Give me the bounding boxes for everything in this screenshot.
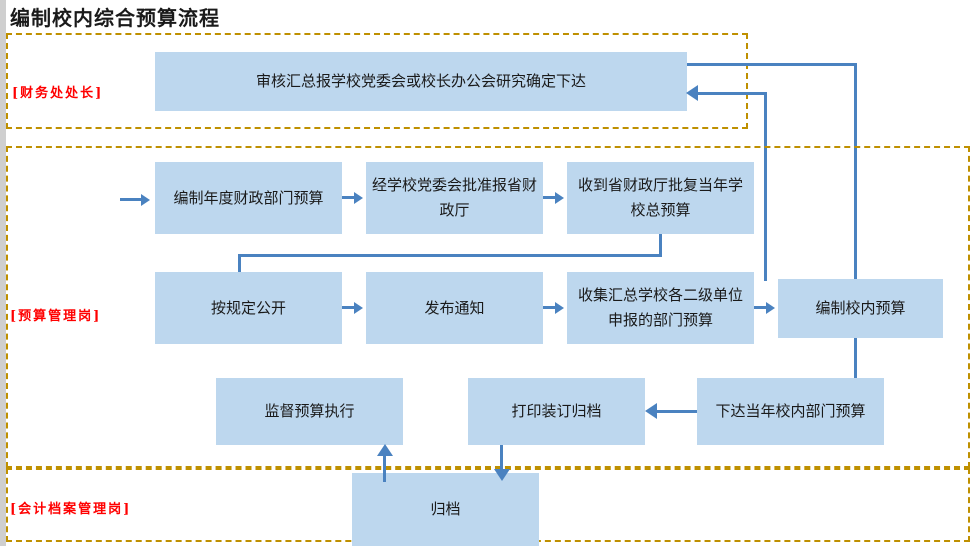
node-annual-dept-budget[interactable]: 编制年度财政部门预算 [155,162,342,234]
connector-return-up [764,92,767,281]
node-receive-provincial-reply-label: 收到省财政厅批复当年学校总预算 [577,176,743,219]
node-publish-as-required[interactable]: 按规定公开 [155,272,342,344]
left-edge-rail [0,0,6,546]
connector-issue-to-print [657,410,697,413]
node-print-bind-archive[interactable]: 打印装订归档 [468,378,645,445]
page-title: 编制校内综合预算流程 [10,6,220,30]
lane-budget-management [6,146,970,468]
node-compile-internal-budget-label: 编制校内预算 [815,299,906,317]
lane-label-accounting-archive: [会计档案管理岗] [10,502,132,517]
node-issue-internal-dept-budget-label: 下达当年校内部门预算 [715,402,866,420]
node-approved-by-party-committee-label: 经学校党委会批准报省财政厅 [372,176,538,219]
node-collect-unit-budgets-label: 收集汇总学校各二级单位申报的部门预算 [577,286,743,329]
node-review-submit-label: 审核汇总报学校党委会或校长办公会研究确定下达 [255,72,586,90]
node-collect-unit-budgets[interactable]: 收集汇总学校各二级单位申报的部门预算 [567,272,754,344]
arrow-into-receive-provincial-reply [555,192,564,204]
connector-top-right-out [687,63,857,66]
node-compile-internal-budget[interactable]: 编制校内预算 [778,279,943,338]
node-receive-provincial-reply[interactable]: 收到省财政厅批复当年学校总预算 [567,162,754,234]
node-archive[interactable]: 归档 [352,473,539,546]
connector-entry-annual-dept-budget [120,198,144,201]
connector-reply-down2 [238,254,241,278]
arrow-return-into-review-submit [686,85,698,101]
node-approved-by-party-committee[interactable]: 经学校党委会批准报省财政厅 [366,162,543,234]
connector-r3-2-to-3 [543,306,557,309]
connector-reply-left [238,254,662,257]
connector-r2-1-to-2 [342,196,356,199]
connector-reply-down [659,234,662,256]
node-publish-as-required-label: 按规定公开 [210,298,286,317]
node-supervise-execution[interactable]: 监督预算执行 [216,378,403,445]
connector-print-down [500,445,503,471]
connector-r3-3-to-4 [754,306,768,309]
node-issue-notice-label: 发布通知 [424,298,485,317]
connector-return-left [697,92,767,95]
arrow-into-supervise-execution [377,444,393,456]
arrow-into-issue-notice [354,302,363,314]
arrow-into-approved-by-party-committee [354,192,363,204]
node-supervise-execution-label: 监督预算执行 [264,402,355,420]
node-review-submit[interactable]: 审核汇总报学校党委会或校长办公会研究确定下达 [155,52,687,111]
lane-label-budget-management: [预算管理岗] [10,309,102,324]
arrow-into-archive [494,469,510,481]
connector-r2-2-to-3 [543,196,557,199]
node-issue-notice[interactable]: 发布通知 [366,272,543,344]
node-annual-dept-budget-label: 编制年度财政部门预算 [173,188,324,207]
connector-archive-up [383,452,386,482]
connector-r3-1-to-2 [342,306,356,309]
node-print-bind-archive-label: 打印装订归档 [511,402,602,420]
arrow-into-annual-dept-budget [141,194,150,206]
lane-finance-director [6,33,748,129]
node-archive-label: 归档 [430,500,461,518]
arrow-into-print-bind-archive [645,403,657,419]
arrow-into-collect-unit-budgets [555,302,564,314]
arrow-into-compile-internal-budget [766,302,775,314]
node-issue-internal-dept-budget[interactable]: 下达当年校内部门预算 [697,378,884,445]
lane-label-finance-director: [财务处处长] [12,86,104,101]
connector-right-rail-down [854,63,857,406]
